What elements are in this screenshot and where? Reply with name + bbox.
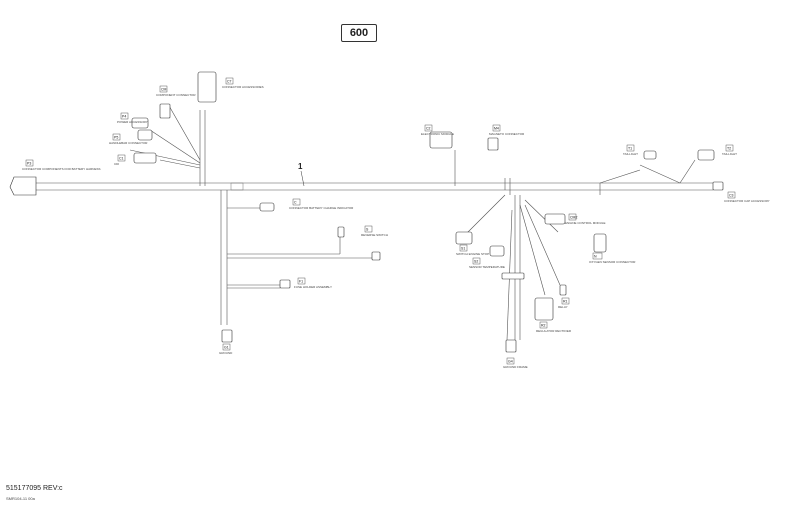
callout-caption-s1: SWITCH ENGINE STOP (456, 252, 489, 256)
callout-tag-s: S (366, 228, 369, 232)
callout-tag-r2: R2 (541, 324, 546, 328)
callout-tag-c: C (294, 201, 297, 205)
callout-tag-c1: C1 (119, 157, 124, 161)
callout-tag-p3: P3 (27, 162, 31, 166)
callout-caption-cm: COMPONENT CONNECTOR (156, 93, 196, 97)
callout-caption-c1: CDI (114, 162, 119, 166)
callout-caption-s: REVERSE SWITCH (361, 233, 388, 237)
callout-caption-r1: RELAY (558, 305, 568, 309)
callout-tag-n: N (594, 255, 597, 259)
callout-caption-t2: TAILLIGHT (722, 152, 737, 156)
harness-leader (300, 170, 305, 187)
callout-caption-f1: FUSE HOLDER ASSEMBLY (294, 285, 332, 289)
callout-tag-cm2: CM2 (570, 216, 577, 220)
callout-caption-m4: MAGNETO CONNECTOR (489, 132, 525, 136)
callout-caption-p3: CONNECTOR COMPONENTS FOR BATTERY HARNESS (22, 167, 100, 171)
callout-caption-g1: GROUND (219, 351, 233, 355)
callout-tag-t1: T1 (628, 147, 632, 151)
callout-caption-c3: CONNECTOR CAP ACCESSORY (724, 199, 770, 203)
callout-caption-p4: POWER ACCESSORY (117, 120, 148, 124)
connector-shapes (9, 71, 724, 353)
callout-caption-n: OXYGEN SENSOR CONNECTOR (589, 260, 636, 264)
callout-tag-p4: P4 (122, 115, 126, 119)
model-number-box: 600 (341, 24, 377, 42)
callout-caption-t1: TAILLIGHT (623, 152, 638, 156)
harness-wires (36, 103, 713, 341)
callout-caption-c: CONNECTOR BATTERY CHARGE INDICATOR (289, 206, 354, 210)
callout-tag-r1: R1 (563, 300, 568, 304)
junction-block (230, 182, 244, 191)
callout-caption-c2: ELECTRONIC MODULE (421, 132, 454, 136)
callout-tag-t2: T2 (727, 147, 731, 151)
callout-caption-g4: GROUND FRAME (503, 365, 528, 369)
callout-tag-m4: M4 (494, 127, 499, 131)
callout-tags (25, 77, 736, 365)
callout-tag-c3: C3 (729, 194, 734, 198)
callout-tag-p5: P5 (114, 136, 118, 140)
drawing-code: SMR104-11 00a (6, 496, 35, 501)
callout-caption-p5: HANDLEBAR CONNECTOR (109, 141, 148, 145)
harness-callout-number: 1 (298, 162, 303, 171)
callout-tag-c7: C7 (227, 80, 232, 84)
callout-tag-s2: S2 (474, 260, 478, 264)
main-connector-left (9, 176, 37, 196)
callout-caption-s2: SENSOR TEMPERATURE (469, 265, 505, 269)
callout-caption-cm2: ENGINE CONTROL MODULE (565, 221, 606, 225)
callout-tag-g1: G1 (224, 346, 229, 350)
callout-tag-g4: G4 (508, 360, 513, 364)
callout-caption-r2: REGULATOR RECTIFIER (536, 329, 572, 333)
callout-caption-c7: CONNECTOR ACCESSORIES (222, 85, 264, 89)
callout-tag-cm: CM (161, 88, 167, 92)
callout-tag-c2: C2 (426, 127, 431, 131)
callout-tag-s1: S1 (461, 247, 465, 251)
part-number: 515177095 REV:c (6, 485, 63, 492)
callout-tag-f1: F1 (299, 280, 303, 284)
